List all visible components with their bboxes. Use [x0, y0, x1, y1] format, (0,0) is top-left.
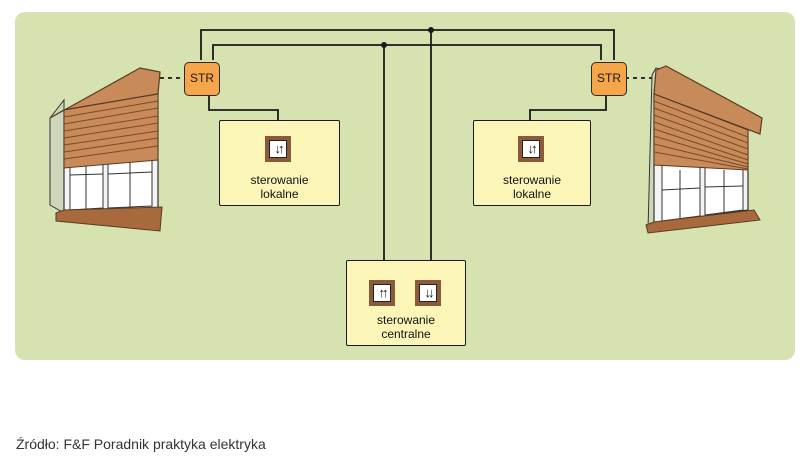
double-up-switch-icon[interactable]: ↑↑	[369, 280, 395, 306]
junction-dot	[428, 27, 434, 33]
wires	[200, 29, 615, 283]
central-control-label: sterowanie centralne	[376, 313, 436, 341]
right-window-shutter	[645, 65, 763, 234]
local-control-right-box: ↓↑ sterowanie lokalne	[473, 120, 591, 206]
str-controller-right: STR	[591, 62, 627, 96]
local-control-left-label: sterowanie lokalne	[250, 173, 309, 201]
junction-dot	[381, 42, 387, 48]
up-down-switch-icon[interactable]: ↓↑	[265, 136, 291, 162]
up-down-switch-icon[interactable]: ↓↑	[518, 136, 544, 162]
str-controller-left: STR	[184, 62, 220, 96]
source-caption: Źródło: F&F Poradnik praktyka elektryka	[16, 436, 266, 452]
double-down-switch-icon[interactable]: ↓↓	[415, 280, 441, 306]
left-window-shutter	[49, 67, 163, 232]
local-control-left-box: ↓↑ sterowanie lokalne	[219, 120, 340, 206]
central-control-box: ↑↑ ↓↓ sterowanie centralne	[346, 260, 466, 346]
local-control-right-label: sterowanie lokalne	[502, 173, 562, 201]
